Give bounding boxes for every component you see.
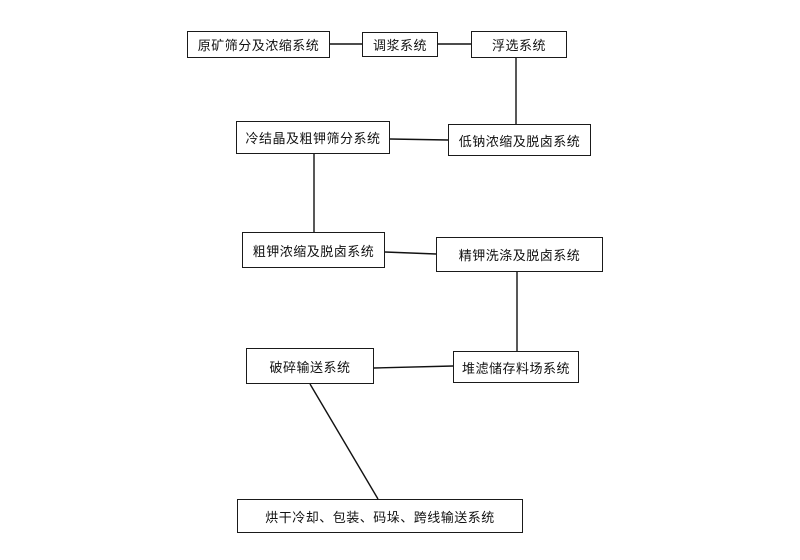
connector-low-sodium-to-cold-crystallization <box>389 138 449 141</box>
connector-crushing-to-final <box>309 383 379 500</box>
node-drying-packing-conveying: 烘干冷却、包装、码垛、跨线输送系统 <box>237 499 523 533</box>
node-low-sodium-thickening: 低钠浓缩及脱卤系统 <box>448 124 591 156</box>
node-flotation-system: 浮选系统 <box>471 31 567 58</box>
node-cold-crystallization: 冷结晶及粗钾筛分系统 <box>236 121 390 154</box>
connector-crude-to-refined <box>384 251 437 255</box>
node-slurry-system: 调浆系统 <box>362 32 438 57</box>
node-stacking-storage-yard: 堆滤储存料场系统 <box>453 351 579 383</box>
node-refined-potassium-washing: 精钾洗涤及脱卤系统 <box>436 237 603 272</box>
node-crude-potassium-thickening: 粗钾浓缩及脱卤系统 <box>242 232 385 268</box>
connector-stacking-to-crushing <box>373 365 454 369</box>
node-crushing-conveying: 破碎输送系统 <box>246 348 374 384</box>
node-raw-ore-screening: 原矿筛分及浓缩系统 <box>187 31 330 58</box>
